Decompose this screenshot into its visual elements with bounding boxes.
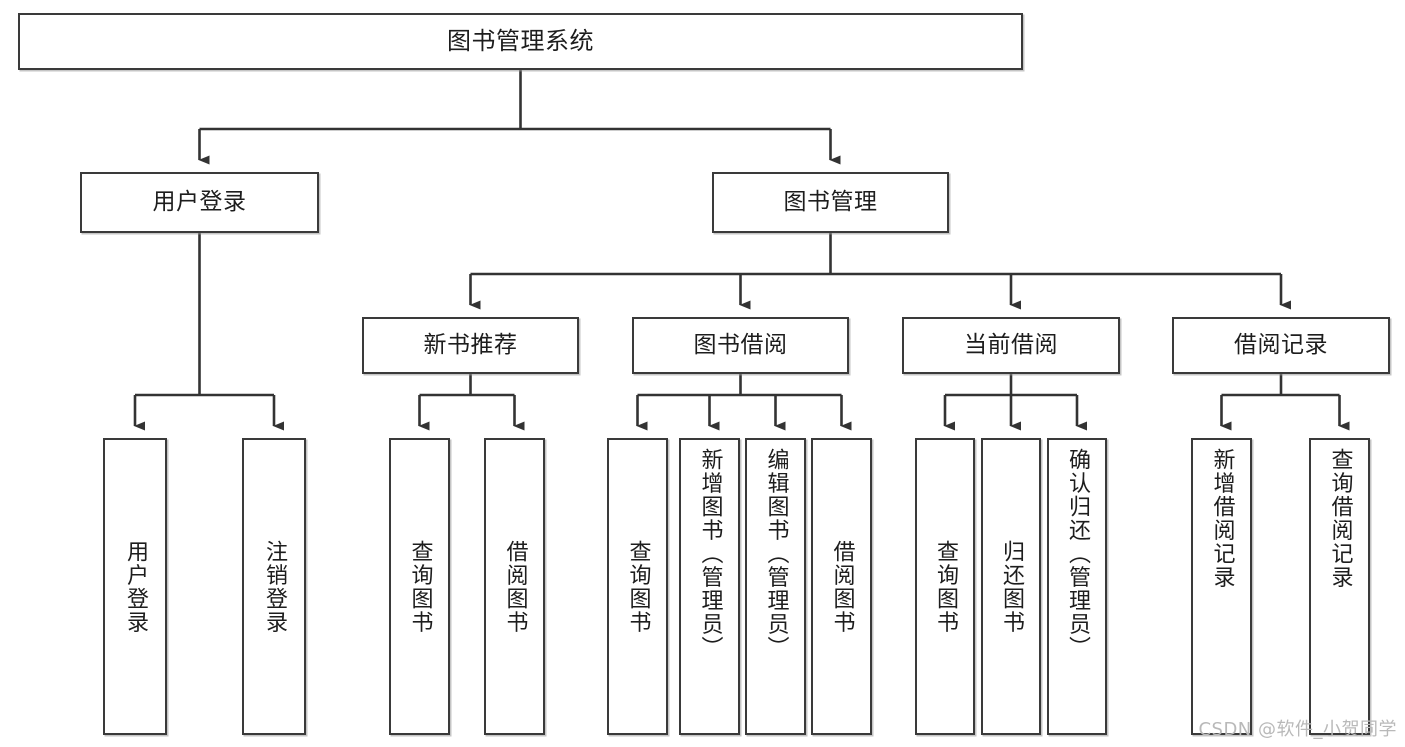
node-label: 借阅记录	[1234, 331, 1328, 358]
node-label: 当前借阅	[964, 331, 1058, 358]
node-leaf-add-record[interactable]: 新增借阅记录	[1191, 438, 1252, 735]
node-root[interactable]: 图书管理系统	[18, 13, 1023, 70]
node-leaf-query-book-1[interactable]: 查询图书	[389, 438, 450, 735]
node-leaf-user-login[interactable]: 用户登录	[103, 438, 167, 735]
node-leaf-query-book-3[interactable]: 查询图书	[915, 438, 975, 735]
node-leaf-return-book[interactable]: 归还图书	[981, 438, 1041, 735]
node-label: 归还图书	[998, 539, 1024, 634]
node-label: 编辑图书（管理员）	[763, 448, 789, 660]
node-label: 新增图书（管理员）	[697, 448, 723, 660]
node-label: 借阅图书	[502, 539, 528, 634]
node-leaf-add-book[interactable]: 新增图书（管理员）	[679, 438, 740, 735]
node-label: 用户登录	[122, 539, 148, 634]
node-label: 用户登录	[152, 188, 247, 215]
node-label: 查询图书	[407, 539, 433, 634]
node-book-borrow[interactable]: 图书借阅	[632, 317, 849, 374]
node-leaf-borrow-book-2[interactable]: 借阅图书	[811, 438, 872, 735]
node-label: 图书借阅	[693, 331, 788, 358]
node-label: 注销登录	[261, 539, 287, 634]
node-leaf-confirm-return[interactable]: 确认归还（管理员）	[1047, 438, 1107, 735]
node-leaf-edit-book[interactable]: 编辑图书（管理员）	[745, 438, 806, 735]
node-label: 查询图书	[625, 539, 651, 634]
node-user-login[interactable]: 用户登录	[80, 172, 319, 233]
node-borrow-record[interactable]: 借阅记录	[1172, 317, 1390, 374]
node-label: 查询图书	[932, 539, 958, 634]
node-label: 确认归还（管理员）	[1064, 448, 1090, 660]
node-new-book-rec[interactable]: 新书推荐	[362, 317, 579, 374]
node-label: 图书管理系统	[447, 27, 594, 56]
edge-paths	[133, 70, 1350, 431]
node-leaf-query-record[interactable]: 查询借阅记录	[1309, 438, 1370, 735]
node-leaf-logout[interactable]: 注销登录	[242, 438, 306, 735]
node-label: 新增借阅记录	[1209, 448, 1235, 589]
node-label: 借阅图书	[829, 539, 855, 634]
node-label: 新书推荐	[423, 331, 518, 358]
node-book-manage[interactable]: 图书管理	[712, 172, 949, 233]
node-label: 查询借阅记录	[1327, 448, 1353, 589]
node-label: 图书管理	[783, 188, 878, 215]
node-current-borrow[interactable]: 当前借阅	[902, 317, 1120, 374]
node-leaf-borrow-book-1[interactable]: 借阅图书	[484, 438, 545, 735]
node-leaf-query-book-2[interactable]: 查询图书	[607, 438, 668, 735]
